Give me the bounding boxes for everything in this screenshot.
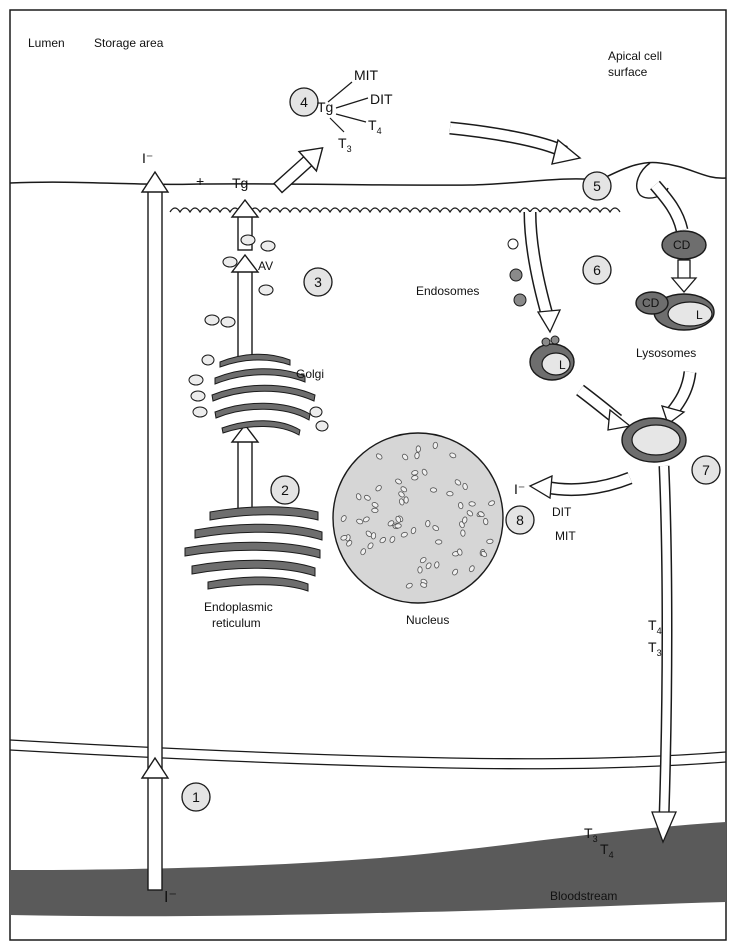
lysosome-l-label: L bbox=[696, 308, 703, 322]
iodide-release-label: I⁻ bbox=[514, 481, 525, 497]
step-3-number: 3 bbox=[314, 274, 322, 290]
step-6-number: 6 bbox=[593, 262, 601, 278]
tg-label: Tg bbox=[232, 175, 248, 191]
nuclear-pore bbox=[411, 475, 418, 480]
nuclear-pore bbox=[483, 518, 488, 525]
iodide-blood-label: I⁻ bbox=[164, 889, 177, 906]
nuclear-pore bbox=[460, 530, 465, 537]
endosome-vesicle bbox=[542, 338, 550, 346]
step-2-number: 2 bbox=[281, 482, 289, 498]
nuclear-pore bbox=[395, 523, 402, 528]
nuclear-pore bbox=[371, 532, 376, 539]
apical-label-line2: surface bbox=[608, 65, 648, 79]
nucleus-label: Nucleus bbox=[406, 613, 449, 627]
step-4-number: 4 bbox=[300, 94, 308, 110]
hydrolysis-lumen bbox=[632, 425, 680, 455]
step-1-number: 1 bbox=[192, 789, 200, 805]
nuclear-pore bbox=[416, 446, 420, 452]
endosome-spiky bbox=[508, 239, 518, 249]
plus-sign: + bbox=[196, 173, 204, 189]
mit-release-label: MIT bbox=[555, 529, 576, 543]
nuclear-pore bbox=[433, 442, 438, 449]
step-7-number: 7 bbox=[702, 462, 710, 478]
endosomes-label: Endosomes bbox=[416, 284, 479, 298]
nuclear-pore bbox=[372, 508, 379, 513]
nuclear-pore bbox=[425, 520, 430, 527]
endolysosome-l-label: L bbox=[559, 358, 566, 372]
nuclear-pore bbox=[486, 539, 493, 544]
lysosomes-label: Lysosomes bbox=[636, 346, 696, 360]
er-label-line2: reticulum bbox=[212, 616, 261, 630]
bloodstream-label: Bloodstream bbox=[550, 889, 617, 903]
golgi-to-av-arrow bbox=[238, 270, 252, 358]
nuclear-pore bbox=[436, 540, 442, 544]
tg-complex-label: Tg bbox=[317, 99, 333, 115]
nuclear-pore bbox=[418, 567, 423, 573]
nuclear-pore bbox=[404, 497, 409, 503]
nuclear-pore bbox=[434, 561, 439, 568]
nuclear-pore bbox=[469, 501, 476, 506]
cd-label-1: CD bbox=[673, 238, 691, 252]
er-to-golgi-arrow bbox=[238, 440, 252, 510]
lumen-label: Lumen bbox=[28, 36, 65, 50]
av-label: AV bbox=[258, 259, 273, 273]
step-5-number: 5 bbox=[593, 178, 601, 194]
dit-release-label: DIT bbox=[552, 505, 572, 519]
endosome-vesicle bbox=[510, 269, 522, 281]
nuclear-pore bbox=[430, 487, 437, 492]
cd-to-lysosome-arrow bbox=[678, 260, 690, 280]
step-8-number: 8 bbox=[516, 512, 524, 528]
endolysosome-lumen bbox=[542, 353, 570, 375]
iodide-lumen-label: I⁻ bbox=[142, 150, 153, 166]
cd-label-2: CD bbox=[642, 296, 660, 310]
apical-label-line1: Apical cell bbox=[608, 49, 662, 63]
lysosome-lumen bbox=[668, 302, 712, 326]
nuclear-pore bbox=[447, 491, 454, 496]
dit-label: DIT bbox=[370, 91, 393, 107]
hormone-secretion-arrow-fill bbox=[664, 466, 667, 818]
mit-label: MIT bbox=[354, 67, 379, 83]
er-label-line1: Endoplasmic bbox=[204, 600, 273, 614]
golgi-label: Golgi bbox=[296, 367, 324, 381]
endosome-vesicle bbox=[514, 294, 526, 306]
iodide-uptake-arrow bbox=[148, 190, 162, 890]
storage-area-label: Storage area bbox=[94, 36, 164, 50]
nuclear-pore bbox=[414, 452, 419, 459]
endosome-vesicle bbox=[551, 336, 559, 344]
